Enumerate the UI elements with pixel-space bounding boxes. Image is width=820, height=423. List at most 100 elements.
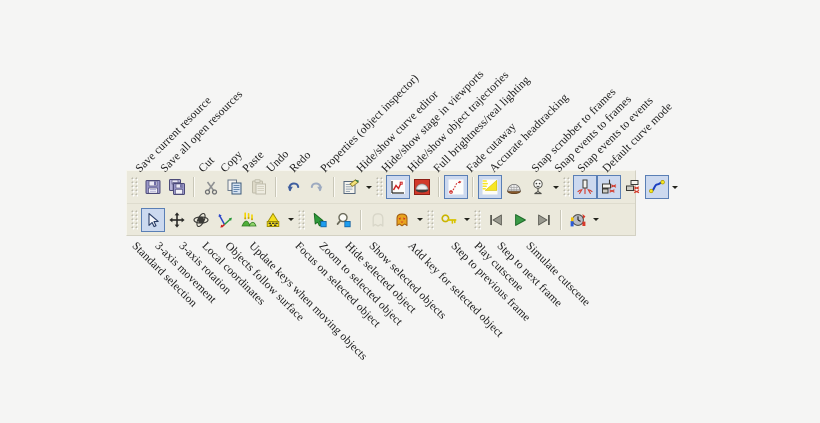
chevron-down-icon <box>592 218 599 221</box>
curve-mode-icon <box>649 179 665 195</box>
update-keys-dropdown[interactable] <box>285 208 296 232</box>
full-brightness-button[interactable] <box>478 175 502 199</box>
chevron-down-icon <box>552 185 559 189</box>
object-trajectories-button[interactable] <box>444 175 468 199</box>
zoom-to-selected-button[interactable] <box>332 208 356 232</box>
headtracking-dropdown[interactable] <box>550 175 561 199</box>
toolbar-grip[interactable] <box>131 209 138 230</box>
snap-scrubber-icon <box>577 179 593 195</box>
annotation-bottom-1: 3-axis movement <box>152 240 219 306</box>
annotation-bottom-8: Hide selected object <box>342 240 419 316</box>
chevron-down-icon <box>365 185 372 189</box>
snap-events-to-events-button[interactable] <box>621 175 645 199</box>
annotation-top-13: Accurate headtracking <box>487 91 571 175</box>
tools-toolbar-row <box>127 203 635 235</box>
snap-events-to-frames-button[interactable] <box>597 175 621 199</box>
separator <box>275 177 277 197</box>
annotation-top-11: Full brightness/real lighting <box>431 74 533 175</box>
properties-icon <box>343 179 359 195</box>
step-to-previous-frame-button[interactable] <box>484 208 508 232</box>
properties-dropdown[interactable] <box>363 175 374 199</box>
separator <box>333 177 335 197</box>
annotation-top-12: Fade cutaway <box>464 120 519 175</box>
properties-button[interactable] <box>339 175 363 199</box>
annotation-bottom-5: Update keys when moving objects <box>246 240 370 363</box>
separator <box>360 209 362 230</box>
chevron-down-icon <box>287 218 294 221</box>
accurate-headtracking-button[interactable] <box>526 175 550 199</box>
undo-arrow-icon <box>285 179 301 195</box>
curve-editor-button[interactable] <box>386 175 410 199</box>
annotation-bottom-6: Focus on selected object <box>292 240 383 330</box>
redo-button[interactable] <box>305 175 329 199</box>
save-current-resource-button[interactable] <box>141 175 165 199</box>
annotation-top-14: Snap scrubber to frames <box>529 86 619 175</box>
toolbar-grip[interactable] <box>376 177 383 197</box>
annotation-bottom-0: Standard selection <box>129 240 200 310</box>
toolbar <box>126 170 678 236</box>
show-stage-button[interactable] <box>410 175 434 199</box>
focus-on-selected-button[interactable] <box>308 208 332 232</box>
key-icon <box>441 212 457 228</box>
toolbar-grip[interactable] <box>427 209 434 230</box>
toolbar-grip[interactable] <box>563 177 570 197</box>
annotation-top-15: Snap events to frames <box>552 93 635 175</box>
cut-button[interactable] <box>199 175 223 199</box>
save-all-icon <box>169 179 185 195</box>
standard-selection-button[interactable] <box>141 207 165 232</box>
axis-gizmo-icon <box>217 212 233 228</box>
objects-follow-surface-button[interactable] <box>237 208 261 232</box>
undo-button[interactable] <box>281 175 305 199</box>
three-axis-movement-button[interactable] <box>165 208 189 232</box>
paste-button[interactable] <box>247 175 271 199</box>
simulate-cutscene-button[interactable] <box>566 208 590 232</box>
focus-arrow-icon <box>312 212 328 228</box>
separator <box>193 177 195 197</box>
toolbar-grip[interactable] <box>131 177 138 197</box>
hide-selected-objects-button[interactable] <box>366 208 390 232</box>
three-axis-rotation-button[interactable] <box>189 208 213 232</box>
copy-button[interactable] <box>223 175 247 199</box>
update-keys-icon <box>265 212 281 228</box>
annotation-top-7: Properties (object inspector) <box>318 72 422 175</box>
add-key-dropdown[interactable] <box>461 208 472 232</box>
dome-cutaway-icon <box>506 179 522 195</box>
annotation-bottom-4: Objects follow surface <box>222 240 307 324</box>
chevron-down-icon <box>463 218 470 221</box>
simulate-dropdown[interactable] <box>590 208 601 232</box>
save-all-resources-button[interactable] <box>165 175 189 199</box>
stage-icon <box>414 179 430 195</box>
annotation-bottom-9: Show selected objects <box>366 240 449 322</box>
separator <box>438 177 440 197</box>
add-key-button[interactable] <box>437 208 461 232</box>
play-cutscene-button[interactable] <box>508 208 532 232</box>
update-keys-when-moving-button[interactable] <box>261 208 285 232</box>
curve-chart-icon <box>390 179 406 195</box>
sun-lighting-icon <box>482 179 498 195</box>
save-icon <box>145 179 161 195</box>
annotation-bottom-2: 3-axis rotation <box>176 240 234 297</box>
annotation-top-8: Hide/show curve editor <box>354 88 441 175</box>
snap-scrubber-to-frames-button[interactable] <box>573 175 597 199</box>
simulate-icon <box>570 212 586 228</box>
rotate-sphere-icon <box>193 212 209 228</box>
curve-mode-dropdown[interactable] <box>669 175 680 199</box>
default-curve-mode-button[interactable] <box>645 175 669 199</box>
snap-events-frames-icon <box>601 179 617 195</box>
annotation-top-0: Save current resource <box>133 94 214 175</box>
step-back-icon <box>488 212 504 228</box>
step-forward-icon <box>536 212 552 228</box>
move-cross-icon <box>169 211 185 228</box>
show-objects-dropdown[interactable] <box>414 208 425 232</box>
step-to-next-frame-button[interactable] <box>532 208 556 232</box>
toolbar-grip[interactable] <box>474 209 481 230</box>
toolbar-grip[interactable] <box>298 209 305 230</box>
annotation-top-16: Snap events to events <box>575 94 656 175</box>
copy-icon <box>227 179 243 195</box>
redo-arrow-icon <box>309 179 325 195</box>
show-selected-objects-button[interactable] <box>390 208 414 232</box>
annotation-bottom-13: Step to next frame <box>494 240 565 310</box>
local-coordinates-button[interactable] <box>213 208 237 232</box>
main-toolbar-row <box>127 171 678 203</box>
fade-cutaway-button[interactable] <box>502 175 526 199</box>
